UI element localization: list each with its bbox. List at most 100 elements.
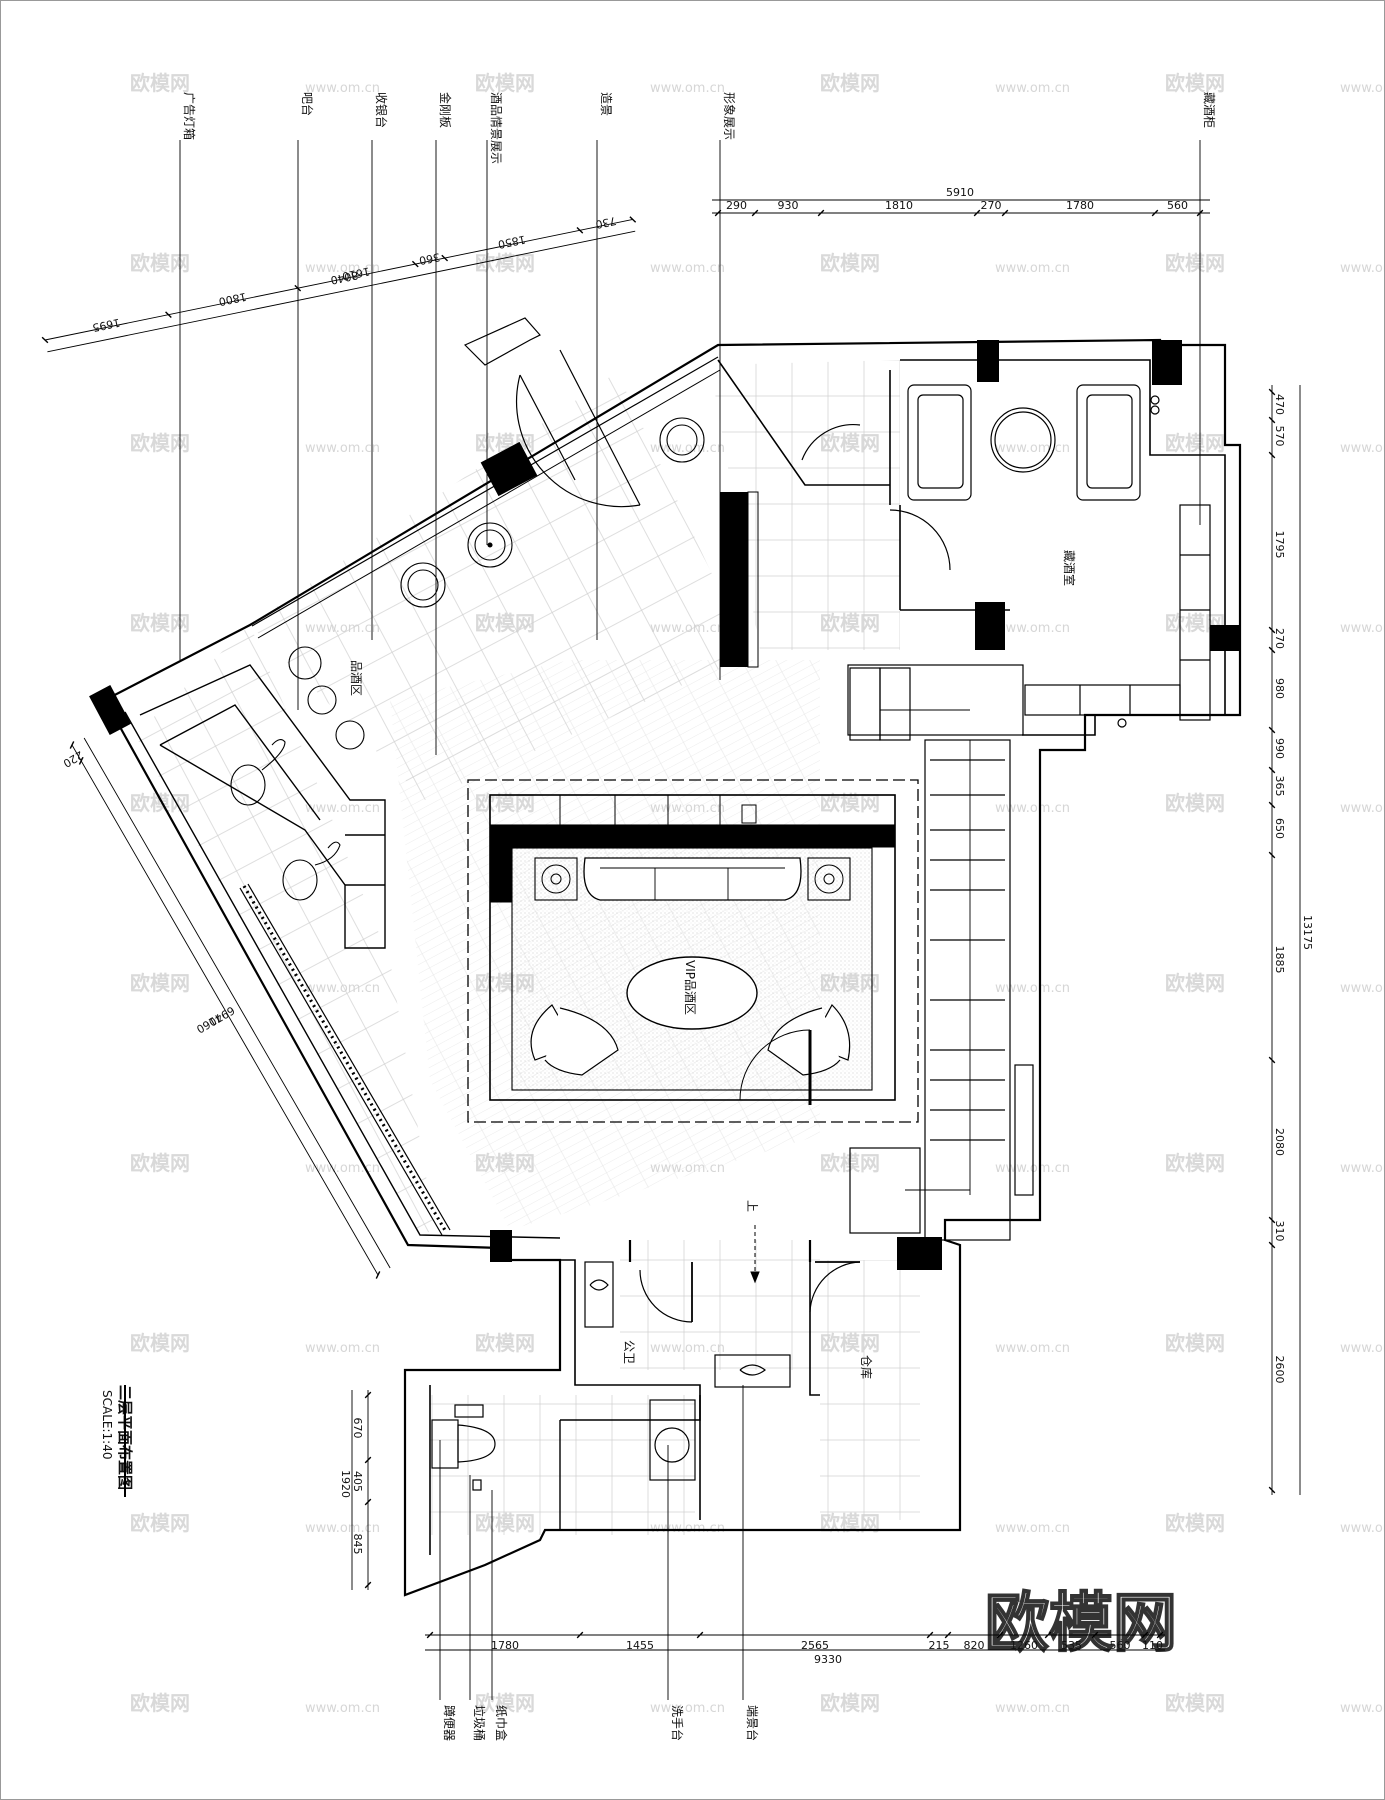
room-label-vip: VIP品酒区 xyxy=(683,960,697,1015)
dim-label-right: 470 xyxy=(1273,394,1286,415)
dim-label-left: 670 xyxy=(351,1418,364,1439)
watermark-logo: 欧模网 xyxy=(1165,1151,1225,1175)
dim-line-diag-left xyxy=(71,744,379,1276)
watermark-url: www.om.cn xyxy=(1340,1161,1385,1176)
dim-tick xyxy=(1268,1056,1276,1064)
dim-tick xyxy=(1141,1631,1149,1639)
watermark-logo: 欧模网 xyxy=(1165,1691,1225,1715)
watermark-logo: 欧模网 xyxy=(475,71,535,95)
watermark-url: www.om.cn xyxy=(1340,81,1385,96)
dim-total-diag-top: 8040 xyxy=(329,268,359,286)
dim-tick xyxy=(165,311,172,318)
dim-label-top: 1810 xyxy=(885,199,913,212)
watermark-url: www.om.cn xyxy=(995,1521,1070,1536)
drawing-title-block: 二层平面布置图 SCALE:1:40 xyxy=(100,1385,134,1497)
watermark-logo: 欧模网 xyxy=(130,71,190,95)
dim-tick xyxy=(944,1631,952,1639)
watermark-url: www.om.cn xyxy=(305,1161,380,1176)
dim-tick xyxy=(576,1631,584,1639)
dim-tick xyxy=(411,260,419,268)
watermark-logo: 欧模网 xyxy=(475,1331,535,1355)
watermark-url: www.om.cn xyxy=(995,81,1070,96)
dim-tick xyxy=(1196,209,1204,217)
dim-total-top: 5910 xyxy=(946,186,974,199)
dim-label-bottom: 1780 xyxy=(491,1639,519,1652)
watermark-logo: 欧模网 xyxy=(820,251,880,275)
leader-label-top: 形象展示 xyxy=(722,92,736,140)
watermark-logo: 欧模网 xyxy=(130,1151,190,1175)
light-box-strip xyxy=(239,883,451,1236)
watermark-url: www.om.cn xyxy=(650,441,725,456)
dim-label-top: 270 xyxy=(981,199,1002,212)
dim-tick xyxy=(629,216,637,223)
dim-label-bottom: 2565 xyxy=(801,1639,829,1652)
leader-label-top: 造景 xyxy=(599,92,613,116)
watermark-url: www.om.cn xyxy=(650,1701,725,1716)
dim-tick xyxy=(364,1498,372,1506)
dim-label-diag-top: 1800 xyxy=(218,290,248,308)
watermark-url: www.om.cn xyxy=(650,261,725,276)
watermark-logo: 欧模网 xyxy=(130,611,190,635)
watermark-url: www.om.cn xyxy=(995,1341,1070,1356)
dim-tick xyxy=(78,756,84,765)
watermark-logo: 欧模网 xyxy=(475,1691,535,1715)
dim-label-diag-left: 220 xyxy=(61,748,86,770)
dim-tick xyxy=(1268,451,1276,459)
watermark-logo: 欧模网 xyxy=(130,1331,190,1355)
watermark-url: www.om.cn xyxy=(995,621,1070,636)
watermark-url: www.om.cn xyxy=(1340,621,1385,636)
watermark-url: www.om.cn xyxy=(1340,1521,1385,1536)
watermark-url: www.om.cn xyxy=(1340,981,1385,996)
dim-tick xyxy=(294,284,302,292)
dim-label-bottom: 1260 xyxy=(1010,1639,1038,1652)
watermark-url: www.om.cn xyxy=(650,81,725,96)
round-fixtures xyxy=(288,417,705,750)
dim-tick xyxy=(576,227,584,234)
watermark-logo: 欧模网 xyxy=(130,971,190,995)
leader-label-top: 金刚板 xyxy=(438,92,453,128)
dim-tick xyxy=(1156,1631,1164,1639)
dim-label-bottom: 215 xyxy=(929,1639,950,1652)
dim-label-top: 1780 xyxy=(1066,199,1094,212)
watermark-url: www.om.cn xyxy=(305,81,380,96)
room-label-cellar: 藏酒室 xyxy=(1062,550,1077,586)
dim-label-diag-top: 1850 xyxy=(497,233,527,251)
leader-label-top: 广告灯箱 xyxy=(182,92,197,140)
people-figures xyxy=(230,739,341,901)
dim-tick xyxy=(1268,626,1276,634)
dim-tick xyxy=(1268,1216,1276,1224)
watermark-logo: 欧模网 xyxy=(820,1691,880,1715)
watermark-logo: 欧模网 xyxy=(130,1691,190,1715)
dim-tick xyxy=(973,209,981,217)
watermark-logo: 欧模网 xyxy=(1165,71,1225,95)
dim-tick xyxy=(375,1271,381,1279)
watermark-url: www.om.cn xyxy=(995,981,1070,996)
dim-tick xyxy=(69,741,75,749)
dim-tick xyxy=(426,1631,434,1639)
leader-label-bottom: 垃圾桶 xyxy=(472,1705,487,1741)
watermark-url: www.om.cn xyxy=(995,801,1070,816)
dim-label-right: 990 xyxy=(1273,738,1286,759)
dim-tick xyxy=(714,209,722,217)
leader-label-bottom: 端景台 xyxy=(745,1705,760,1741)
dim-tick xyxy=(1268,766,1276,774)
watermark-url: www.om.cn xyxy=(1340,1341,1385,1356)
dim-label-bottom: 560 xyxy=(1110,1639,1131,1652)
big-watermark-logo: 欧模网 xyxy=(985,1587,1177,1661)
dim-label-bottom: 820 xyxy=(964,1639,985,1652)
dim-label-right: 310 xyxy=(1273,1221,1286,1242)
watermark-logo: 欧模网 xyxy=(1165,791,1225,815)
dim-tick xyxy=(1268,388,1276,396)
leader-label-top: 藏酒柜 xyxy=(1202,92,1216,128)
vip-room xyxy=(467,779,919,1123)
watermark-url: www.om.cn xyxy=(305,1701,380,1716)
dim-label-right: 980 xyxy=(1273,678,1286,699)
dim-tick xyxy=(751,209,759,217)
dim-label-left: 405 xyxy=(351,1471,364,1492)
dim-tick xyxy=(1268,1241,1276,1249)
watermark-logo: 欧模网 xyxy=(820,71,880,95)
dim-label-bottom: 1455 xyxy=(626,1639,654,1652)
dim-tick xyxy=(1001,209,1009,217)
watermark-logo: 欧模网 xyxy=(130,251,190,275)
